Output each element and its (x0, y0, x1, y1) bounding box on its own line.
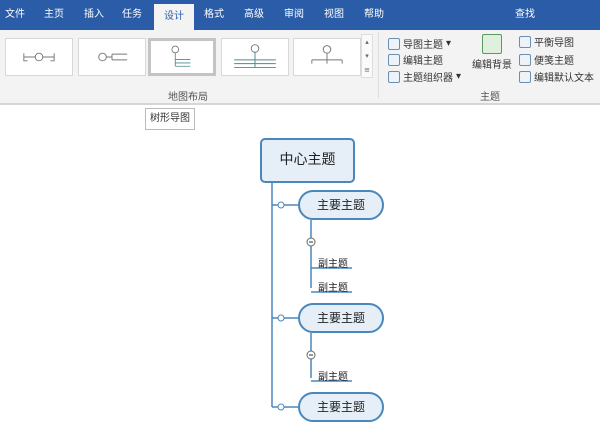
collapse-toggle (277, 201, 285, 209)
tab-review[interactable]: 审阅 (284, 9, 304, 20)
main-topic[interactable]: 主要主题 (298, 303, 384, 333)
collapse-toggle (277, 314, 285, 322)
edit-theme-icon (388, 53, 400, 66)
sub-topic[interactable]: 副主题 (318, 259, 348, 270)
gallery-scrollbar[interactable]: ▴▾≡ (361, 34, 373, 78)
tab-insert[interactable]: 插入 (84, 9, 104, 20)
layout-group-label: 地图布局 (168, 92, 208, 103)
ribbon: ▴▾≡ 地图布局 导图主题 ▾ 编辑主题 主题组织器 ▾ 编辑背景 平衡导图 便… (0, 30, 600, 105)
divider (378, 32, 379, 98)
tab-file[interactable]: 文件 (5, 9, 25, 20)
theme-icon (388, 37, 400, 50)
collapse-toggle (277, 403, 285, 411)
tab-design[interactable]: 设计 (154, 4, 194, 30)
ribbon-tab-bar: 文件 主页 插入 任务 设计 格式 高级 审阅 视图 帮助 查找 (0, 0, 600, 30)
theme-group-label: 主题 (480, 92, 500, 103)
balance-map-label: 平衡导图 (534, 38, 574, 49)
sticky-theme-label: 便笺主题 (534, 56, 574, 67)
sub-topic[interactable]: 副主题 (318, 283, 348, 294)
default-text-icon (519, 70, 531, 83)
tab-format[interactable]: 格式 (204, 9, 224, 20)
main-topic[interactable]: 主要主题 (298, 392, 384, 422)
balance-map-button[interactable]: 平衡导图 (519, 34, 574, 49)
sticky-icon (519, 53, 531, 66)
main-topic[interactable]: 主要主题 (298, 190, 384, 220)
balance-map-icon (519, 35, 531, 48)
edit-theme-button[interactable]: 编辑主题 (388, 52, 443, 67)
background-icon (482, 34, 502, 54)
edit-background-label: 编辑背景 (472, 60, 512, 71)
tab-home[interactable]: 主页 (44, 9, 64, 20)
layout-org-chart[interactable] (293, 38, 361, 76)
layout-org-horizontal[interactable] (221, 38, 289, 76)
edit-default-text-button[interactable]: 编辑默认文本 (519, 69, 594, 84)
edit-default-text-label: 编辑默认文本 (534, 73, 594, 84)
tab-task[interactable]: 任务 (122, 9, 142, 20)
search-button[interactable]: 查找 (515, 9, 535, 20)
sub-topic[interactable]: 副主题 (318, 372, 348, 383)
tab-help[interactable]: 帮助 (364, 9, 384, 20)
tab-view[interactable]: 视图 (324, 9, 344, 20)
organizer-icon (388, 70, 400, 83)
edit-background-button[interactable]: 编辑背景 (472, 34, 512, 71)
map-theme-button[interactable]: 导图主题 ▾ (388, 36, 451, 51)
map-theme-label: 导图主题 (403, 40, 443, 51)
theme-organizer-button[interactable]: 主题组织器 ▾ (388, 69, 461, 84)
layout-right[interactable] (78, 38, 146, 76)
central-topic[interactable]: 中心主题 (260, 138, 355, 183)
tab-advanced[interactable]: 高级 (244, 9, 264, 20)
sticky-theme-button[interactable]: 便笺主题 (519, 52, 574, 67)
tooltip: 树形导图 (145, 108, 195, 130)
layout-radial[interactable] (5, 38, 73, 76)
edit-theme-label: 编辑主题 (403, 56, 443, 67)
theme-organizer-label: 主题组织器 (403, 73, 453, 84)
layout-tree[interactable] (148, 38, 216, 76)
